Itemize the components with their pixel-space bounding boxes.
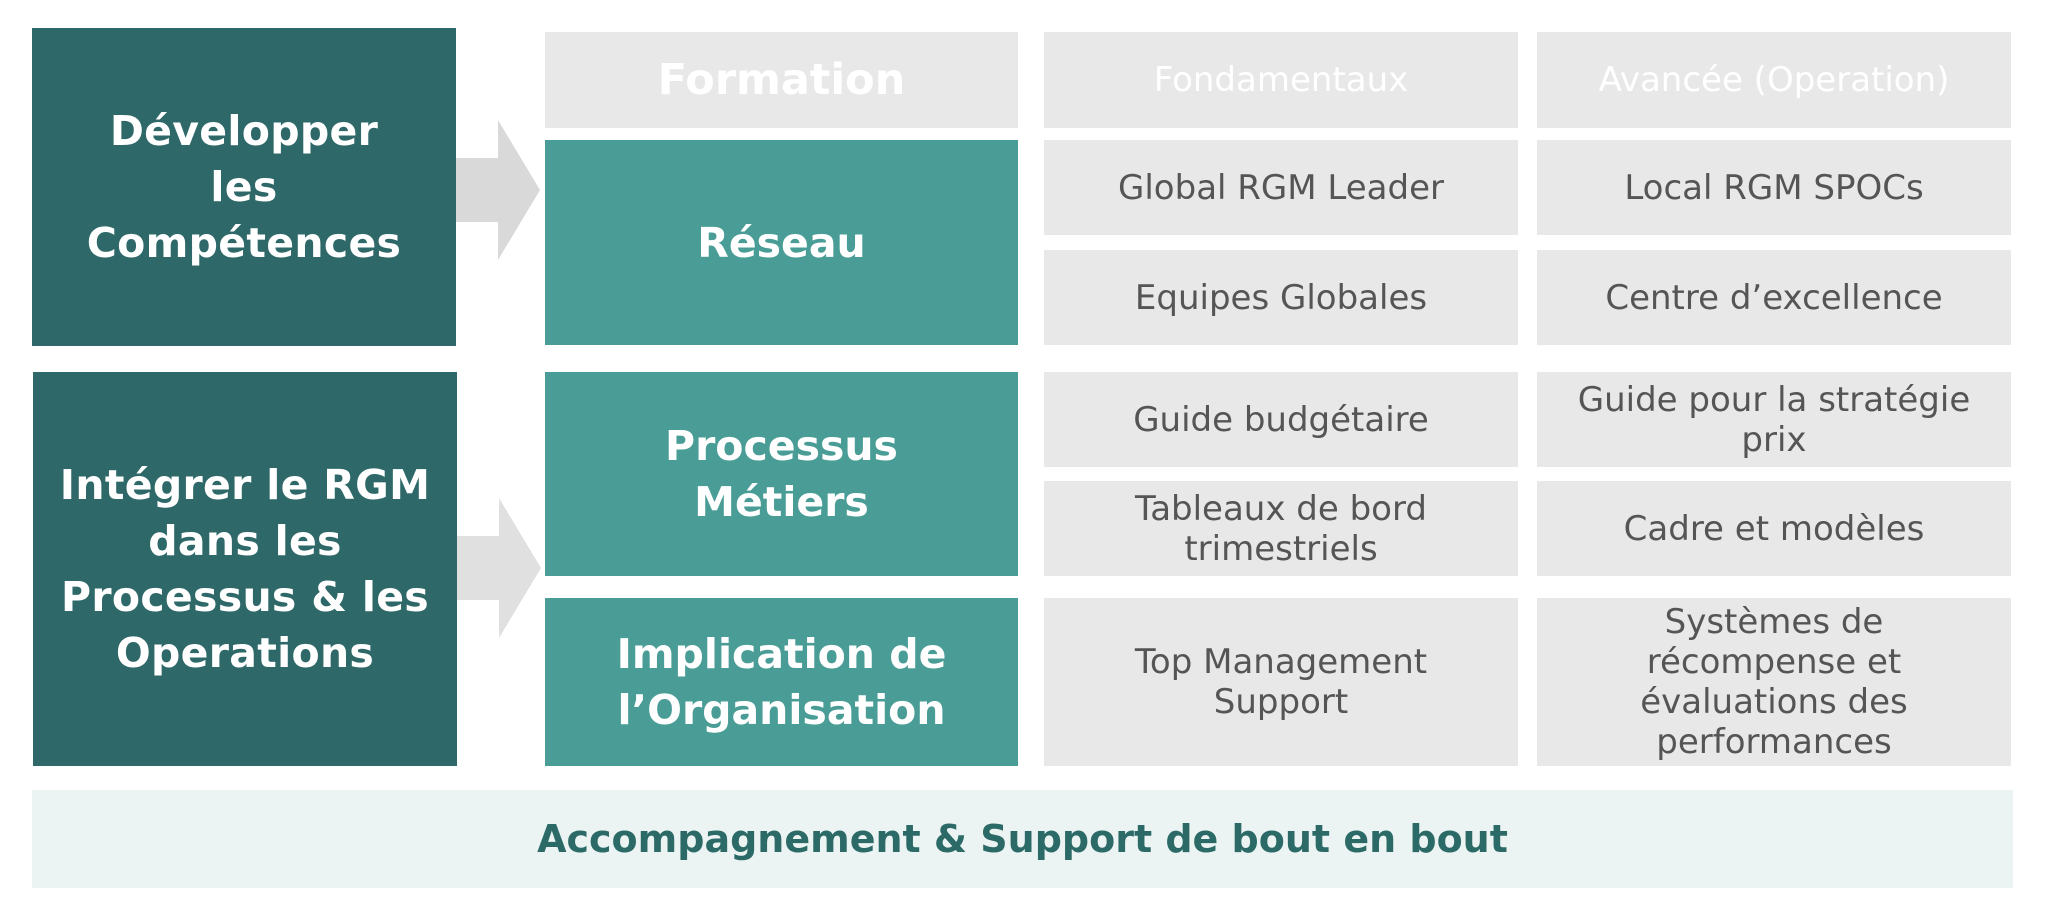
cell-equipes-globales: Equipes Globales — [1044, 250, 1518, 345]
cell-centre-excellence: Centre d’excellence — [1537, 250, 2011, 345]
header-formation: Formation — [545, 32, 1018, 128]
header-avancee: Avancée (Operation) — [1537, 32, 2011, 128]
category-reseau: Réseau — [545, 140, 1018, 345]
cell-top-management-support: Top Management Support — [1044, 598, 1518, 766]
cell-cadre-modeles: Cadre et modèles — [1537, 481, 2011, 576]
header-fondamentaux: Fondamentaux — [1044, 32, 1518, 128]
cell-systemes-recompense: Systèmes de récompense et évaluations de… — [1537, 598, 2011, 766]
category-implication-organisation: Implication de l’Organisation — [545, 598, 1018, 766]
arrow-right-icon — [457, 498, 541, 638]
cell-tableaux-de-bord: Tableaux de bord trimestriels — [1044, 481, 1518, 576]
cell-local-rgm-spocs: Local RGM SPOCs — [1537, 140, 2011, 235]
pillar-developper-competences: Développer les Compétences — [32, 28, 456, 346]
category-processus-metiers: Processus Métiers — [545, 372, 1018, 576]
footer-band-accompagnement: Accompagnement & Support de bout en bout — [32, 790, 2013, 888]
cell-guide-strategie-prix: Guide pour la stratégie prix — [1537, 372, 2011, 467]
arrow-right-icon — [456, 120, 540, 260]
cell-global-rgm-leader: Global RGM Leader — [1044, 140, 1518, 235]
pillar-integrer-rgm: Intégrer le RGM dans les Processus & les… — [33, 372, 457, 766]
cell-guide-budgetaire: Guide budgétaire — [1044, 372, 1518, 467]
